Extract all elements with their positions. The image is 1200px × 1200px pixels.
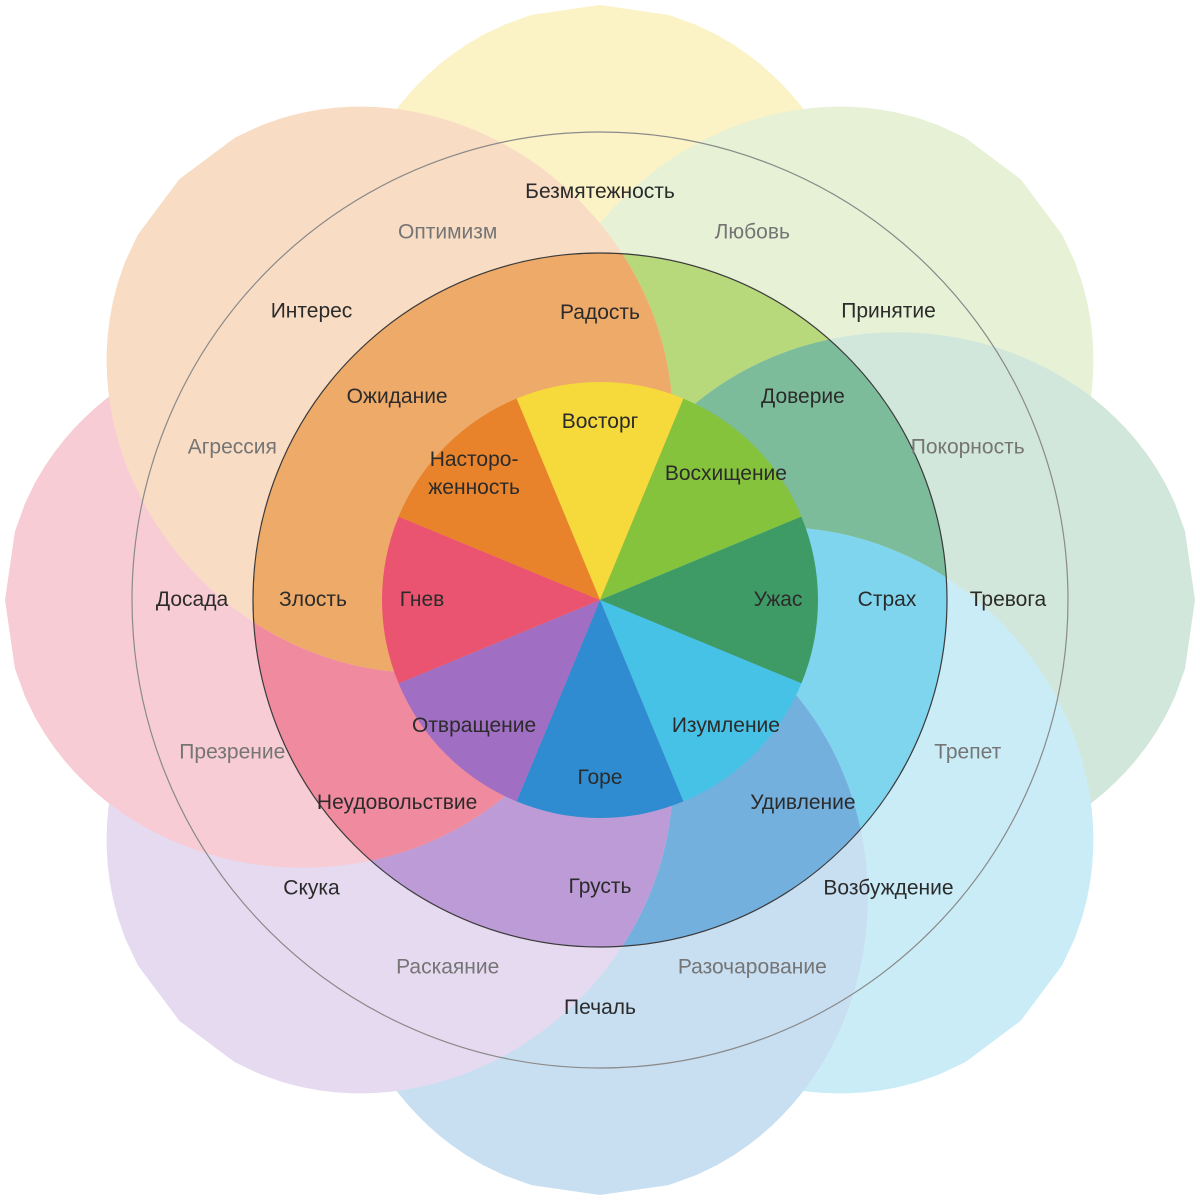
- emotion-label-orange-1: Ожидание: [347, 385, 448, 408]
- petal-core-wedge-purple: [398, 600, 600, 802]
- emotion-label-orange-0: Насторо-женность: [428, 448, 520, 499]
- petal-core-wedge-blue: [516, 600, 684, 819]
- combination-label: Трепет: [934, 740, 1001, 763]
- emotion-label-purple-0: Отвращение: [412, 713, 536, 736]
- emotion-label-cyan-0: Изумление: [672, 713, 780, 736]
- petal-core-wedge-cyan: [600, 600, 802, 802]
- petal-core-wedge-lightgreen: [600, 398, 802, 600]
- emotion-label-lightgreen-0: Восхищение: [665, 462, 787, 485]
- inner-ring: [252, 252, 948, 948]
- emotion-label-blue-0: Горе: [577, 766, 622, 789]
- combination-label: Раскаяние: [396, 955, 499, 978]
- combination-label: Любовь: [715, 220, 790, 243]
- emotion-label-yellow-0: Восторг: [562, 410, 639, 433]
- emotion-label-darkgreen-1: Страх: [858, 588, 917, 611]
- petals-layer: [5, 5, 1195, 1195]
- outer-ring: [131, 131, 1069, 1069]
- rings-layer: [131, 131, 1069, 1069]
- emotion-label-blue-2: Печаль: [564, 996, 636, 1019]
- emotion-label-purple-1: Неудовольствие: [317, 790, 477, 813]
- emotion-label-darkgreen-0: Ужас: [754, 588, 803, 611]
- combination-label: Покорность: [911, 435, 1025, 458]
- combination-label: Презрение: [179, 740, 285, 763]
- emotion-label-orange-2: Интерес: [271, 299, 353, 322]
- petal-core-wedge-orange: [398, 398, 600, 600]
- petal-core-wedge-yellow: [516, 381, 684, 600]
- petal-core-wedge-red: [381, 516, 600, 684]
- emotion-label-red-0: Гнев: [400, 588, 445, 611]
- emotion-label-lightgreen-2: Принятие: [841, 299, 936, 322]
- emotion-label-darkgreen-2: Тревога: [970, 588, 1047, 611]
- petal-core-wedge-darkgreen: [600, 516, 819, 684]
- combination-label: Оптимизм: [398, 220, 497, 243]
- emotion-label-yellow-2: Безмятежность: [525, 180, 675, 203]
- combination-label: Разочарование: [678, 955, 827, 978]
- emotion-label-cyan-2: Возбуждение: [823, 876, 953, 899]
- combination-label: Агрессия: [188, 435, 277, 458]
- emotion-label-lightgreen-1: Доверие: [761, 385, 845, 408]
- emotion-label-yellow-1: Радость: [560, 301, 640, 324]
- emotion-label-red-2: Досада: [156, 588, 229, 611]
- emotion-label-cyan-1: Удивление: [750, 790, 855, 813]
- emotion-label-blue-1: Грусть: [569, 875, 632, 898]
- emotion-label-purple-2: Скука: [283, 876, 340, 899]
- emotion-label-red-1: Злость: [279, 588, 347, 611]
